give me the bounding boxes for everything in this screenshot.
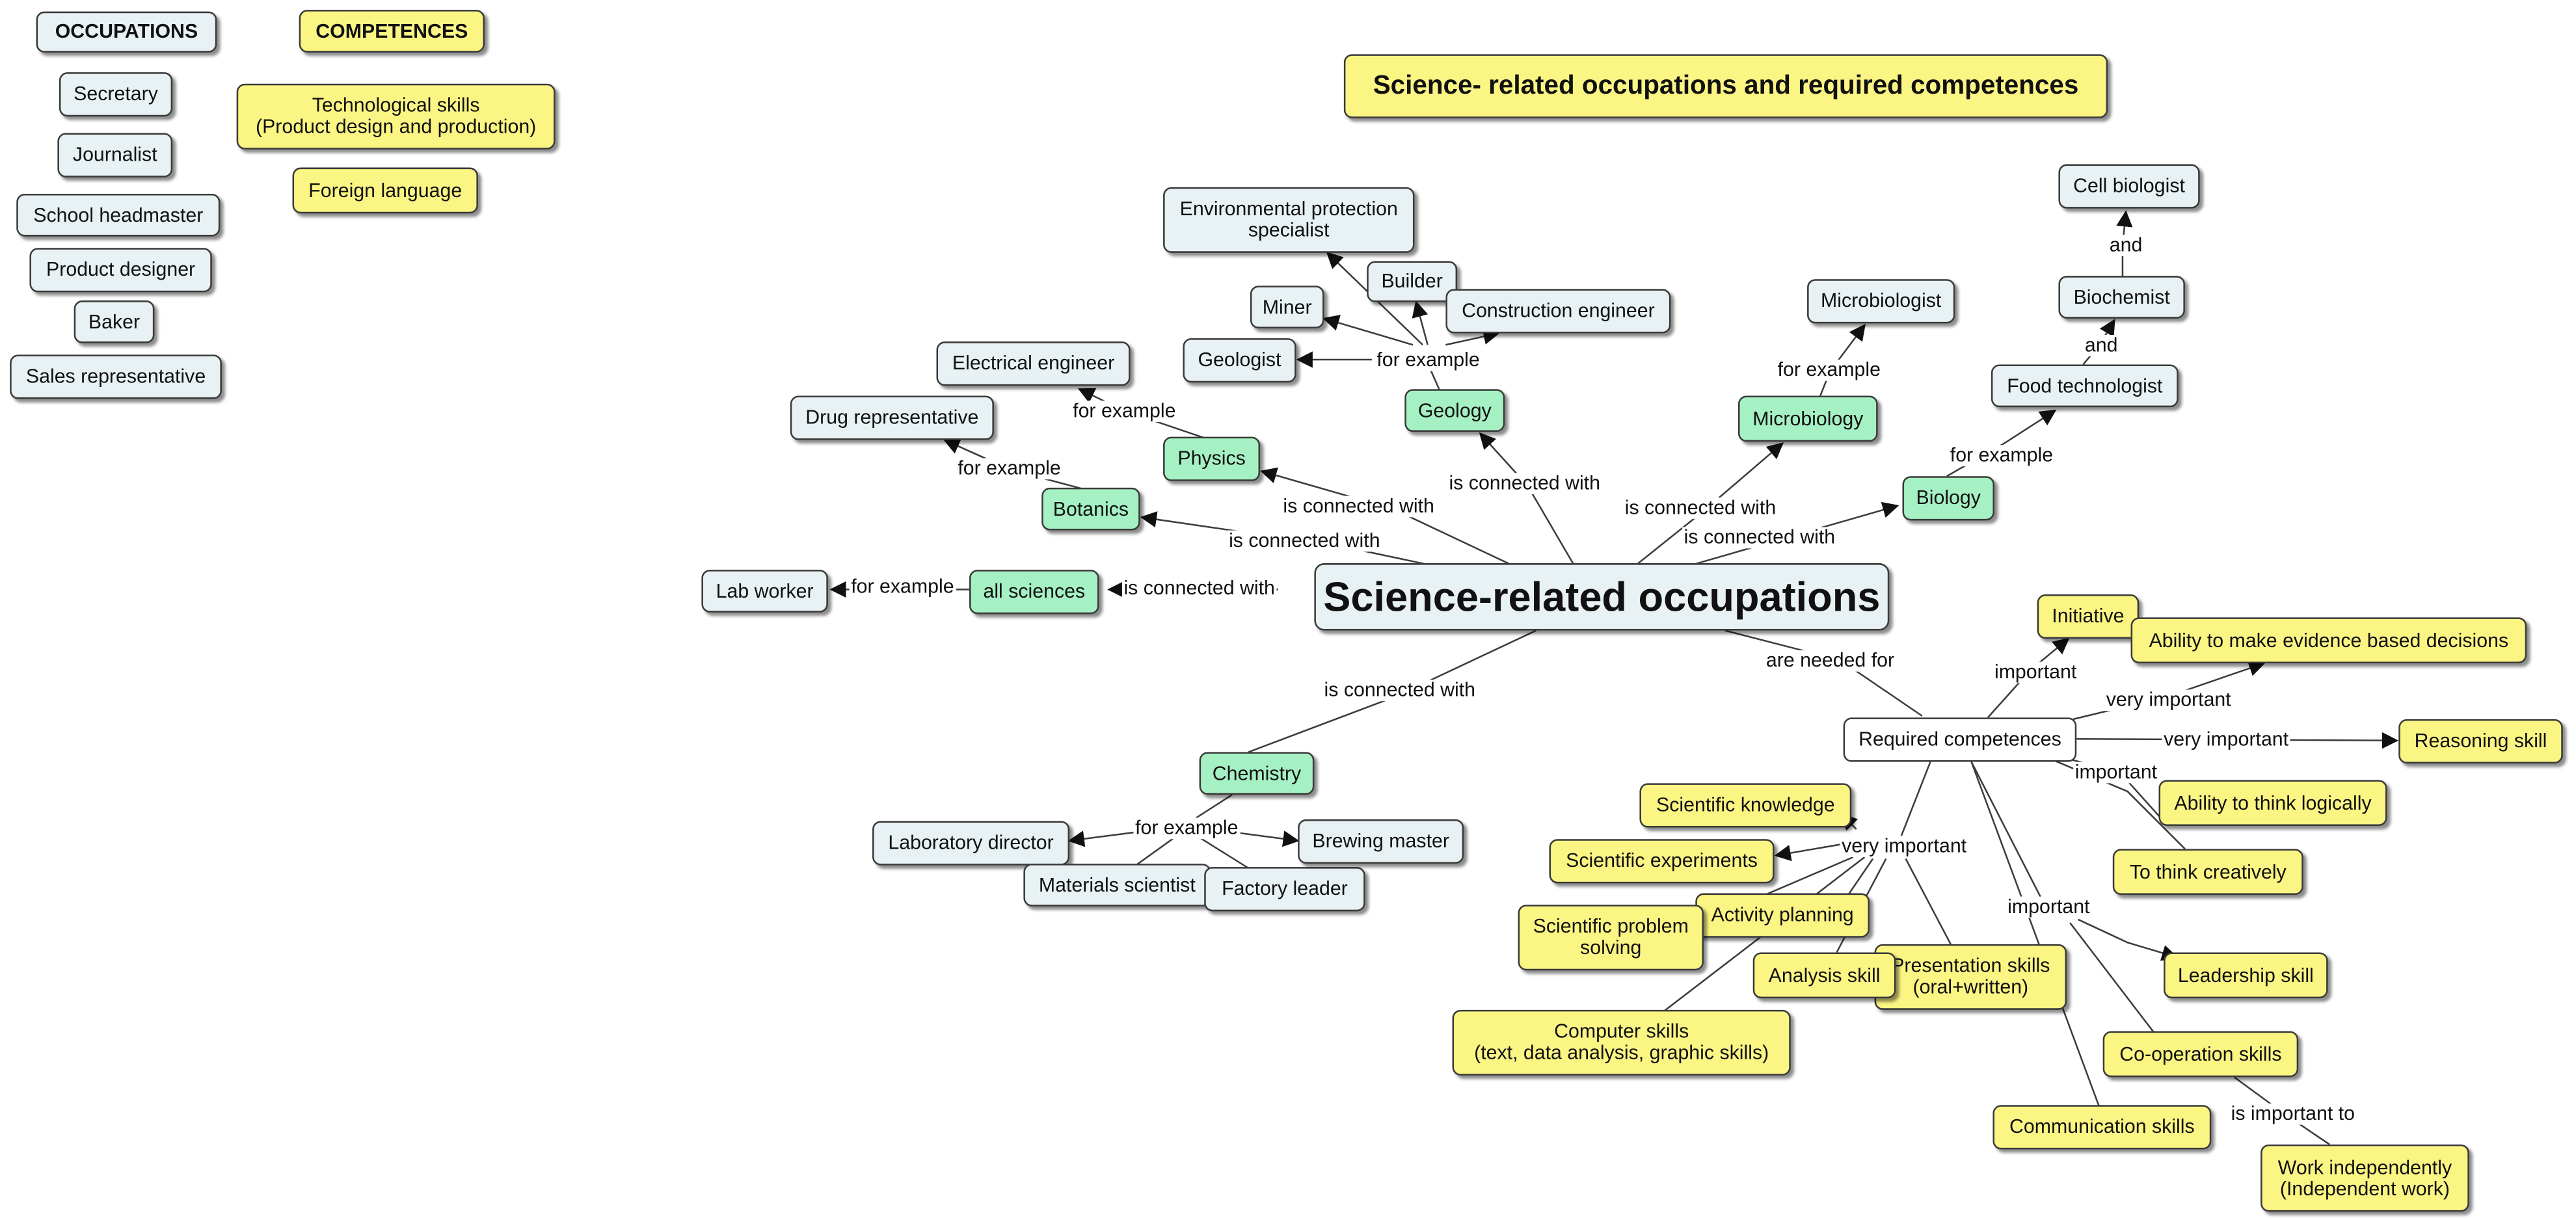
link-label: important — [2006, 895, 2092, 918]
occupation-drug-representative: Drug representative — [790, 395, 994, 440]
competence-presentation: Presentation skills (oral+written) — [1874, 944, 2067, 1010]
link-label: very important — [2104, 689, 2233, 711]
occupation-cell-biologist: Cell biologist — [2058, 164, 2200, 209]
link-geology-builder — [1412, 300, 1429, 345]
competence-communication: Communication skills — [1992, 1105, 2212, 1150]
link-label: is important to — [2229, 1102, 2357, 1125]
link-required-important2 — [1970, 761, 2046, 907]
link-label: for example — [1776, 359, 1883, 381]
competence-analysis: Analysis skill — [1752, 952, 1896, 999]
competence-problem-solving: Scientific problem solving — [1518, 905, 1704, 971]
link-important2-leadership — [2078, 918, 2179, 961]
legend-occupation-item: Baker — [74, 300, 155, 343]
legend-occupation-item: School headmaster — [16, 193, 221, 237]
link-label: very important — [2162, 728, 2290, 750]
competence-work-independently: Work independently (Independent work) — [2261, 1144, 2469, 1212]
link-label: for example — [956, 457, 1063, 480]
legend-occupation-item: Product designer — [29, 248, 212, 293]
occupation-factory-leader: Factory leader — [1204, 867, 1365, 912]
link-label: for example — [1948, 444, 2055, 467]
competence-computer: Computer skills (text, data analysis, gr… — [1452, 1009, 1791, 1076]
link-center-geology — [1479, 432, 1575, 566]
page-title: Science- related occupations and require… — [1343, 54, 2108, 118]
science-all-sciences: all sciences — [969, 570, 1099, 615]
link-chemistry-brewing — [1235, 830, 1300, 847]
legend-occupations: OCCUPATIONS — [36, 11, 217, 53]
occupation-biochemist: Biochemist — [2058, 276, 2185, 319]
occupation-electrical-engineer: Electrical engineer — [936, 341, 1131, 386]
link-required-veryimportant — [1896, 762, 1931, 846]
occupation-construction-engineer: Construction engineer — [1445, 289, 1671, 334]
legend-occupation-item: Sales representative — [10, 354, 222, 399]
science-geology: Geology — [1404, 389, 1505, 432]
link-label: is connected with — [1682, 526, 1837, 549]
link-geology-construction — [1445, 328, 1500, 346]
link-label: is connected with — [1322, 679, 1477, 702]
link-label: and — [2108, 234, 2144, 256]
required-competences: Required competences — [1843, 717, 2077, 762]
legend-occupation-item: Journalist — [57, 133, 173, 178]
link-center-required — [1724, 630, 1923, 717]
link-chemistry-factory — [1198, 836, 1253, 871]
competence-evidence-decisions: Ability to make evidence based decisions — [2130, 617, 2527, 664]
link-label: are needed for — [1764, 650, 1896, 672]
legend-competences: COMPETENCES — [299, 10, 485, 53]
link-vi-presentation — [1905, 858, 1956, 953]
competence-knowledge: Scientific knowledge — [1639, 783, 1852, 828]
science-chemistry: Chemistry — [1199, 752, 1315, 795]
link-label: for example — [849, 576, 956, 598]
link-label: for example — [1375, 349, 1482, 371]
link-label: very important — [1840, 835, 1968, 857]
occupation-microbiologist: Microbiologist — [1807, 279, 1955, 324]
competence-think-creatively: To think creatively — [2112, 849, 2303, 895]
legend-competence-item: Technological skills (Product design and… — [236, 83, 556, 150]
legend-competence-item: Foreign language — [292, 167, 478, 214]
occupation-environmental-specialist: Environmental protection specialist — [1163, 187, 1415, 253]
competence-cooperation: Co-operation skills — [2102, 1031, 2299, 1078]
occupation-lab-worker: Lab worker — [701, 570, 828, 613]
occupation-brewing-master: Brewing master — [1298, 819, 1464, 864]
science-microbiology: Microbiology — [1737, 395, 1878, 442]
science-physics: Physics — [1163, 436, 1261, 481]
link-chemistry-materials — [1133, 836, 1175, 868]
occupation-laboratory-director: Laboratory director — [872, 821, 1070, 866]
link-label: important — [2073, 761, 2159, 784]
link-label: for example — [1071, 400, 1178, 422]
competence-reasoning: Reasoning skill — [2398, 719, 2563, 764]
link-label: is connected with — [1623, 497, 1778, 519]
occupation-miner: Miner — [1250, 285, 1324, 328]
link-label: is connected with — [1447, 472, 1602, 494]
competence-activity-planning: Activity planning — [1695, 893, 1870, 938]
occupation-food-technologist: Food technologist — [1991, 364, 2179, 408]
occupation-geologist: Geologist — [1183, 338, 1296, 383]
link-label: important — [1992, 661, 2078, 683]
science-botanics: Botanics — [1041, 487, 1140, 531]
occupation-materials-scientist: Materials scientist — [1023, 864, 1211, 907]
link-important2-cooperation — [2069, 922, 2156, 1035]
link-label: and — [2083, 334, 2119, 356]
link-label: is connected with — [1281, 495, 1436, 518]
link-label: is connected with — [1121, 577, 1277, 600]
science-biology: Biology — [1902, 476, 1994, 521]
competence-experiments: Scientific experiments — [1549, 839, 1775, 884]
competence-initiative: Initiative — [2037, 594, 2140, 639]
link-geology-miner — [1322, 315, 1414, 346]
legend-occupation-item: Secretary — [59, 72, 173, 117]
link-vi-activity — [1847, 858, 1874, 895]
link-chemistry-lab-director — [1067, 830, 1134, 847]
competence-think-logically: Ability to think logically — [2158, 780, 2387, 827]
link-label: is connected with — [1227, 529, 1382, 552]
link-vi-experiments — [1774, 843, 1844, 862]
link-label: for example — [1133, 817, 1241, 840]
central-concept: Science-related occupations — [1314, 563, 1890, 631]
link-required-communication — [1970, 762, 2104, 1117]
occupation-builder: Builder — [1367, 261, 1458, 302]
competence-leadership: Leadership skill — [2164, 952, 2328, 999]
